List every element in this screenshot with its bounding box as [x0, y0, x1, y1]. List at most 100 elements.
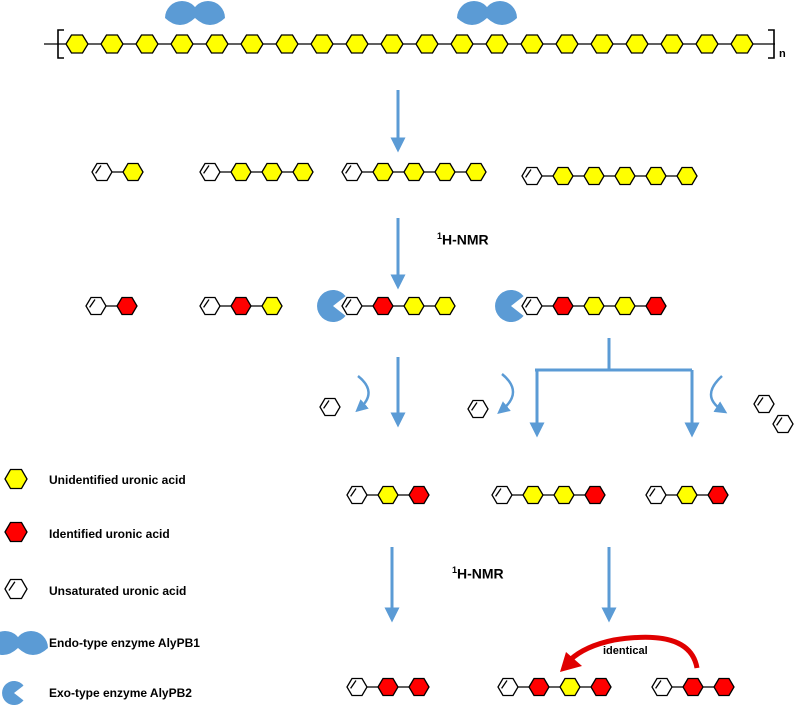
unidentified-uronic-acid-hexagon [730, 34, 754, 54]
endo-enzyme-lobe [191, 1, 225, 18]
unsaturated-uronic-acid-hexagon [651, 677, 673, 697]
unidentified-uronic-acid-hexagon [614, 296, 636, 316]
unidentified-uronic-acid-hexagon [403, 162, 425, 182]
unidentified-uronic-acid-hexagon [676, 166, 698, 186]
identified-uronic-acid-hexagon [116, 296, 138, 316]
endo-enzyme-icon [0, 631, 48, 655]
sugar-units [4, 34, 794, 697]
identified-uronic-acid-hexagon [707, 485, 729, 505]
exo-enzyme-icon [495, 290, 524, 322]
unidentified-uronic-acid-hexagon [520, 34, 544, 54]
release-arrow [709, 375, 728, 414]
identical-arrow [568, 634, 700, 669]
unidentified-uronic-acid-hexagon [555, 34, 579, 54]
identified-uronic-acid-hexagon [645, 296, 667, 316]
unidentified-uronic-acid-hexagon [614, 166, 636, 186]
identical-label: identical [603, 645, 648, 657]
nmr-text: H-NMR [442, 231, 489, 248]
legend-endo-enzyme-label: Endo-type enzyme AlyPB1 [49, 636, 200, 650]
identified-uronic-acid-hexagon [408, 485, 430, 505]
unsaturated-uronic-acid-hexagon [772, 414, 794, 434]
double-bond-line [525, 299, 532, 308]
unsaturated-uronic-acid-hexagon [753, 394, 775, 414]
identified-uronic-acid-hexagon [590, 677, 612, 697]
legend-identified-label: Identified uronic acid [49, 527, 170, 541]
unidentified-uronic-acid-hexagon [522, 485, 544, 505]
unidentified-uronic-acid-hexagon [170, 34, 194, 54]
exo-enzyme-icon [317, 289, 346, 322]
unsaturated-uronic-acid-hexagon [467, 399, 489, 419]
nmr-superscript: 1 [437, 231, 443, 241]
unidentified-uronic-acid-hexagon [583, 296, 605, 316]
nmr-label-top: 1H-NMR [437, 231, 489, 248]
unsaturated-uronic-acid-hexagon [199, 162, 221, 182]
identified-uronic-acid-hexagon [372, 296, 394, 316]
legend-unsaturated-label: Unsaturated uronic acid [49, 584, 187, 598]
legend-unidentified-label: Unidentified uronic acid [49, 473, 186, 487]
unidentified-uronic-acid-hexagon [590, 34, 614, 54]
unidentified-uronic-acid-hexagon [65, 34, 89, 54]
unidentified-uronic-acid-hexagon [292, 162, 314, 182]
double-bond-line [8, 581, 16, 591]
endo-enzyme-icon [165, 1, 225, 25]
unsaturated-uronic-acid-hexagon [521, 166, 543, 186]
unsaturated-uronic-acid-hexagon [319, 397, 341, 417]
unidentified-uronic-acid-hexagon [345, 34, 369, 54]
identified-uronic-acid-hexagon [4, 521, 28, 543]
endo-enzyme-lobe [483, 1, 517, 18]
double-bond-line [495, 488, 502, 497]
unsaturated-uronic-acid-hexagon [491, 485, 513, 505]
endo-enzyme-jaw [165, 18, 225, 25]
unidentified-uronic-acid-hexagon [660, 34, 684, 54]
unsaturated-uronic-acid-hexagon [497, 677, 519, 697]
identified-uronic-acid-hexagon [408, 677, 430, 697]
unidentified-uronic-acid-hexagon [100, 34, 124, 54]
unidentified-uronic-acid-hexagon [275, 34, 299, 54]
unidentified-uronic-acid-hexagon [485, 34, 509, 54]
endo-enzyme-lobe [14, 631, 48, 648]
unidentified-uronic-acid-hexagon [403, 296, 425, 316]
unidentified-uronic-acid-hexagon [230, 162, 252, 182]
unidentified-uronic-acid-hexagon [434, 162, 456, 182]
endo-enzyme-jaw [457, 18, 517, 25]
nmr-superscript: 1 [452, 565, 458, 575]
polymer-right-bracket [768, 29, 775, 59]
double-bond-line [95, 165, 102, 174]
identified-uronic-acid-hexagon [377, 677, 399, 697]
double-bond-line [323, 400, 330, 409]
unsaturated-uronic-acid-hexagon [645, 485, 667, 505]
unidentified-uronic-acid-hexagon [261, 296, 283, 316]
legend-exo-enzyme-label: Exo-type enzyme AlyPB2 [49, 686, 192, 700]
identified-uronic-acid-hexagon [552, 296, 574, 316]
double-bond-line [757, 397, 764, 406]
identical-arrowhead [560, 652, 582, 672]
unidentified-uronic-acid-hexagon [372, 162, 394, 182]
double-bond-line [776, 417, 783, 426]
double-bond-line [89, 299, 96, 308]
identified-uronic-acid-hexagon [230, 296, 252, 316]
nmr-label-bottom: 1H-NMR [452, 565, 504, 582]
identified-uronic-acid-hexagon [584, 485, 606, 505]
unidentified-uronic-acid-hexagon [4, 468, 28, 490]
double-bond-line [501, 680, 508, 689]
identified-uronic-acid-hexagon [682, 677, 704, 697]
unsaturated-uronic-acid-hexagon [341, 296, 363, 316]
unidentified-uronic-acid-hexagon [559, 677, 581, 697]
double-bond-line [655, 680, 662, 689]
unidentified-uronic-acid-hexagon [645, 166, 667, 186]
unsaturated-uronic-acid-hexagon [85, 296, 107, 316]
unidentified-uronic-acid-hexagon [676, 485, 698, 505]
endo-enzyme-lobe [457, 1, 491, 18]
endo-enzyme-jaw [0, 648, 48, 655]
arrows [355, 90, 728, 672]
unidentified-uronic-acid-hexagon [552, 166, 574, 186]
unidentified-uronic-acid-hexagon [583, 166, 605, 186]
unidentified-uronic-acid-hexagon [240, 34, 264, 54]
identified-uronic-acid-hexagon [528, 677, 550, 697]
release-arrow [355, 375, 370, 413]
unidentified-uronic-acid-hexagon [553, 485, 575, 505]
double-bond-line [203, 165, 210, 174]
unidentified-uronic-acid-hexagon [465, 162, 487, 182]
double-bond-line [345, 299, 352, 308]
